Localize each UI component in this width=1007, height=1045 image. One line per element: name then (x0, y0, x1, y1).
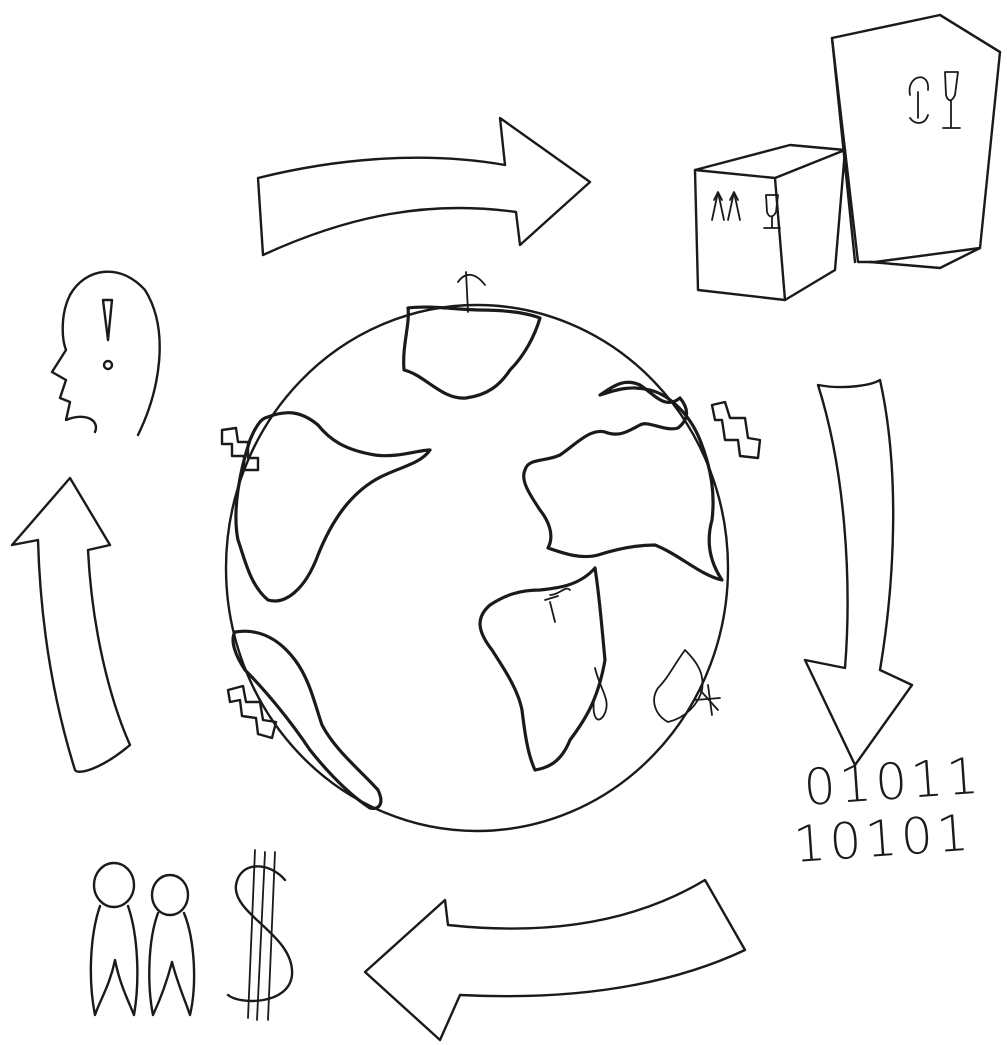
head-with-exclamation-icon (52, 272, 160, 435)
curved-arrow-left-icon (365, 880, 745, 1040)
binary-data-icon: 01011 10101 (792, 747, 985, 874)
curved-arrow-right-icon (258, 118, 590, 255)
shipping-boxes-icon (695, 15, 1000, 300)
two-people-icon (91, 863, 194, 1015)
dollar-sign-icon (228, 850, 292, 1020)
curved-arrow-up-icon (12, 478, 130, 772)
world-globe-icon (222, 272, 760, 831)
binary-line-2: 10101 (792, 804, 975, 874)
curved-arrow-down-icon (805, 380, 912, 765)
